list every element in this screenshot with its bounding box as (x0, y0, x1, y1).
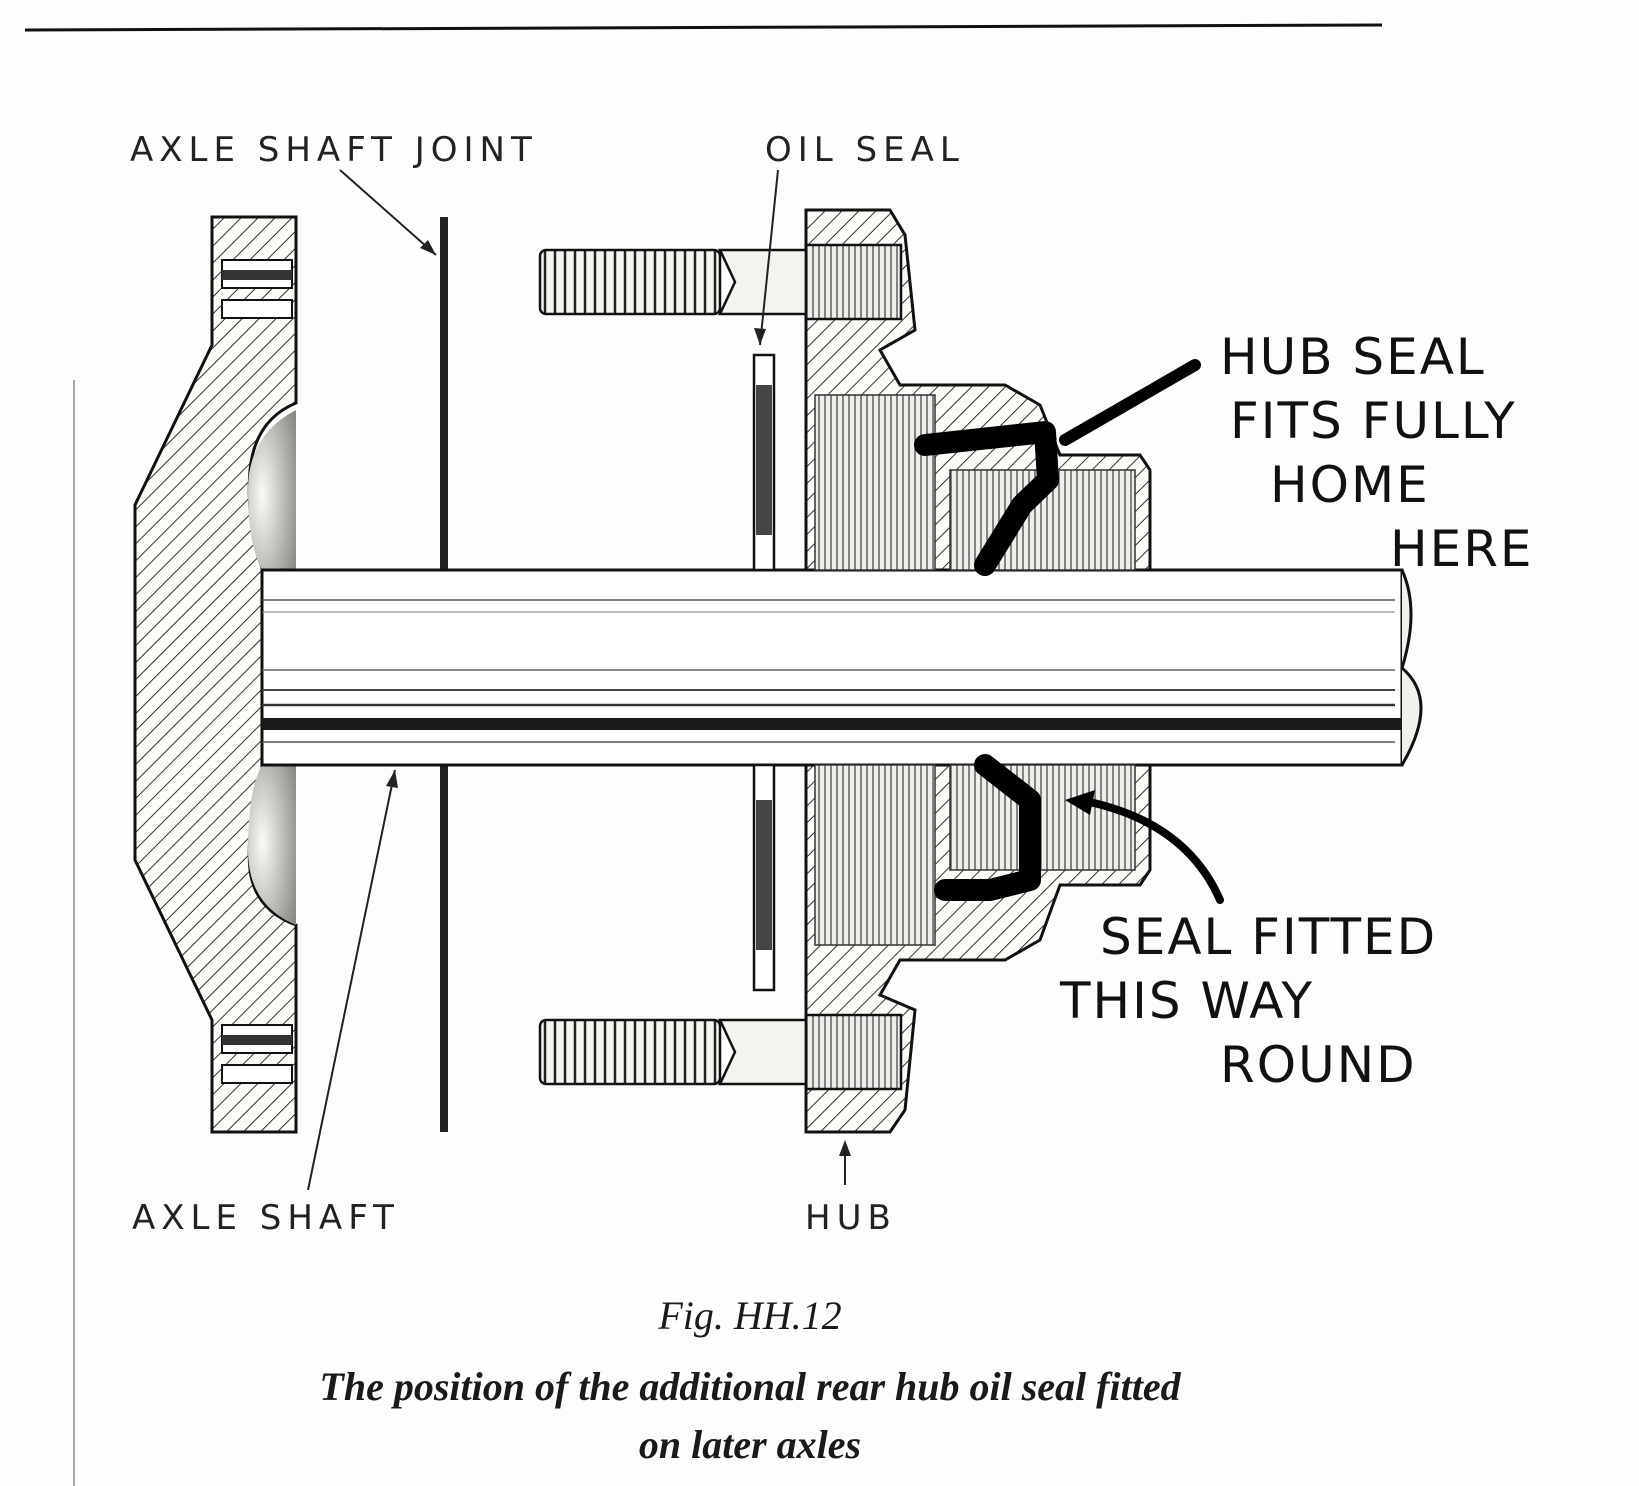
top-rule (24, 23, 1383, 32)
handwritten-note-hub-seal: HUB SEAL FITS FULLY HOME HERE (1220, 325, 1534, 581)
axle-shaft-body (260, 568, 1423, 767)
handwritten-note-seal-fitted: SEAL FITTED THIS WAY ROUND (1060, 905, 1437, 1097)
caption-line: The position of the additional rear hub … (319, 1364, 1181, 1409)
hub-stud-upper (538, 243, 903, 321)
label-oil-seal: OIL SEAL (765, 130, 965, 170)
figure-caption: The position of the additional rear hub … (140, 1358, 1360, 1474)
label-axle-shaft-joint: AXLE SHAFT JOINT (130, 130, 538, 170)
note-line: ROUND (1220, 1036, 1417, 1094)
note-line: THIS WAY (1060, 972, 1315, 1030)
label-axle-shaft: AXLE SHAFT (132, 1198, 400, 1238)
axle-shaft-joint-leader (339, 169, 437, 256)
handdrawn-arrow-lower (1076, 796, 1224, 904)
hub-stud-lower (538, 1013, 903, 1091)
handdrawn-seal-upper (914, 421, 1059, 576)
note-line: HOME (1270, 456, 1430, 514)
label-hub: HUB (805, 1198, 897, 1238)
oil-seal-ring (752, 353, 776, 992)
axle-flange (133, 215, 298, 1134)
note-line: HUB SEAL (1220, 328, 1486, 386)
caption-line: on later axles (638, 1422, 862, 1467)
note-line: HERE (1390, 520, 1534, 578)
figure-number: Fig. HH.12 (658, 1293, 842, 1338)
oil-seal-leader (759, 169, 779, 346)
note-line: SEAL FITTED (1100, 908, 1438, 966)
axle-shaft-leader (307, 769, 396, 1191)
note-line: FITS FULLY (1230, 392, 1517, 450)
handdrawn-arrow-upper (1059, 359, 1201, 446)
handdrawn-seal-lower (934, 754, 1041, 901)
